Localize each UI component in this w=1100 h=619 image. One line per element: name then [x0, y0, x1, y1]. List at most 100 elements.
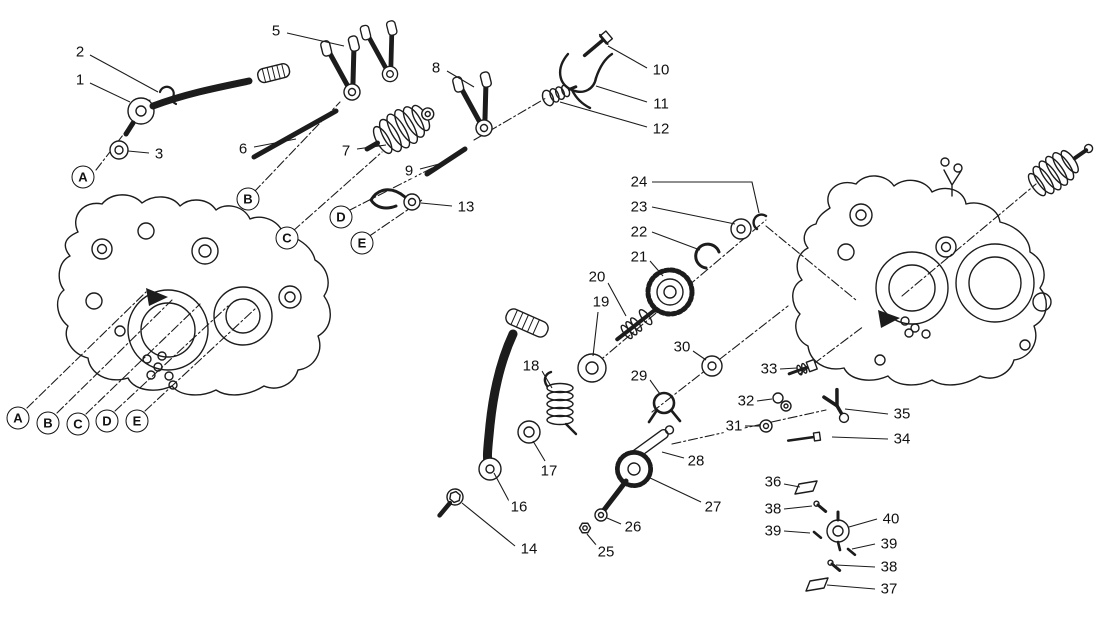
callout-24: 24: [628, 173, 650, 191]
spring-pin-12: [541, 84, 578, 107]
plunger-40: [826, 510, 850, 552]
letter-badge-A: A: [71, 165, 95, 189]
callout-28: 28: [685, 452, 707, 470]
callout-16: 16: [508, 498, 530, 516]
leader-line-33: [779, 367, 798, 370]
leader-line-36: [783, 483, 801, 488]
leader-line-25: [586, 533, 598, 547]
letter-badge-B-2: B: [36, 411, 60, 435]
leader-line-16: [493, 472, 510, 502]
leader-line-20: [607, 282, 627, 317]
leader-line-38-2: [835, 564, 876, 568]
bolt-10: [582, 30, 614, 58]
pin-38-lower: [827, 559, 842, 572]
leader-line-21: [649, 260, 664, 277]
leader-line-5: [286, 32, 345, 47]
kick-shaft-20: [615, 304, 661, 342]
wedge-37: [805, 577, 829, 592]
letter-badge-E: E: [350, 231, 374, 255]
callout-25: 25: [595, 543, 617, 561]
callout-19: 19: [590, 293, 612, 311]
leader-line-35: [844, 408, 889, 415]
clip-24: [752, 213, 768, 231]
letter-badge-A-2: A: [6, 406, 30, 430]
right-case-fork-bits: [940, 157, 963, 197]
callout-17: 17: [538, 462, 560, 480]
gearshift-pedal: [123, 63, 291, 137]
callout-40: 40: [880, 510, 902, 528]
leader-line-8: [446, 70, 475, 88]
callout-20: 20: [586, 268, 608, 286]
torsion-spring-11: [559, 52, 614, 110]
washer-bolt-26: [594, 508, 608, 522]
leader-line-17: [532, 440, 546, 462]
callout-38-2: 38: [878, 558, 900, 576]
callout-26: 26: [622, 518, 644, 536]
leader-line-12: [559, 101, 648, 128]
callout-12: 12: [650, 120, 672, 138]
callout-7: 7: [339, 142, 353, 160]
callout-30: 30: [671, 338, 693, 356]
pins-32: [772, 392, 792, 412]
washer-17: [517, 420, 541, 444]
callout-8: 8: [429, 59, 443, 77]
ratchet-sector-27: [601, 450, 653, 513]
leader-line-9: [419, 162, 444, 170]
washer-30: [701, 355, 723, 377]
leader-line-13: [420, 202, 453, 207]
callout-10: 10: [650, 61, 672, 79]
callout-22: 22: [628, 223, 650, 241]
callout-36: 36: [762, 473, 784, 491]
leader-line-30: [692, 350, 707, 361]
leader-line-6: [253, 138, 297, 148]
callout-29: 29: [628, 367, 650, 385]
leader-line-11: [595, 85, 648, 103]
leader-line-39-2: [851, 543, 876, 550]
callout-39-2: 39: [878, 535, 900, 553]
wedge-36: [794, 480, 818, 495]
clip-part-2: [158, 85, 178, 106]
right-crankcase: [792, 143, 1094, 386]
callout-5: 5: [269, 22, 283, 40]
leader-line-2: [89, 54, 159, 93]
callout-27: 27: [702, 498, 724, 516]
pin-39-lower: [846, 547, 857, 557]
leader-line-28: [661, 451, 685, 459]
callout-33: 33: [758, 360, 780, 378]
callout-34: 34: [891, 430, 913, 448]
callout-13: 13: [455, 198, 477, 216]
bolt-34: [786, 431, 822, 442]
leader-line-23: [651, 206, 736, 225]
leader-line-39: [783, 530, 811, 534]
callout-38: 38: [762, 500, 784, 518]
leader-line-29: [649, 379, 661, 395]
letter-badge-D-2: D: [95, 409, 119, 433]
pin-39-upper: [812, 530, 823, 540]
nut-25: [578, 522, 592, 534]
leader-line-26: [606, 517, 622, 525]
fork-lever-35: [822, 387, 850, 424]
leader-line-18: [541, 370, 553, 389]
letter-badge-B: B: [236, 187, 260, 211]
washer-19: [577, 353, 607, 383]
callout-14: 14: [518, 540, 540, 558]
letter-badge-D: D: [329, 205, 353, 229]
leader-line-14: [461, 502, 516, 547]
callout-21: 21: [628, 248, 650, 266]
direction-arrow: [878, 310, 900, 328]
spring-clip-29: [647, 391, 682, 424]
callout-35: 35: [891, 405, 913, 423]
bolt-33: [787, 358, 818, 376]
kickstart-lever-16: [478, 308, 549, 481]
leader-line-1: [89, 82, 131, 103]
leader-line-10: [607, 45, 648, 69]
leader-line-7: [356, 144, 387, 150]
letter-badge-E-2: E: [125, 409, 149, 433]
leader-line-34: [831, 436, 889, 440]
pin-38-upper: [813, 500, 828, 513]
callout-2: 2: [73, 43, 87, 61]
washer-23: [730, 218, 752, 240]
fork-rod-6: [251, 108, 339, 160]
